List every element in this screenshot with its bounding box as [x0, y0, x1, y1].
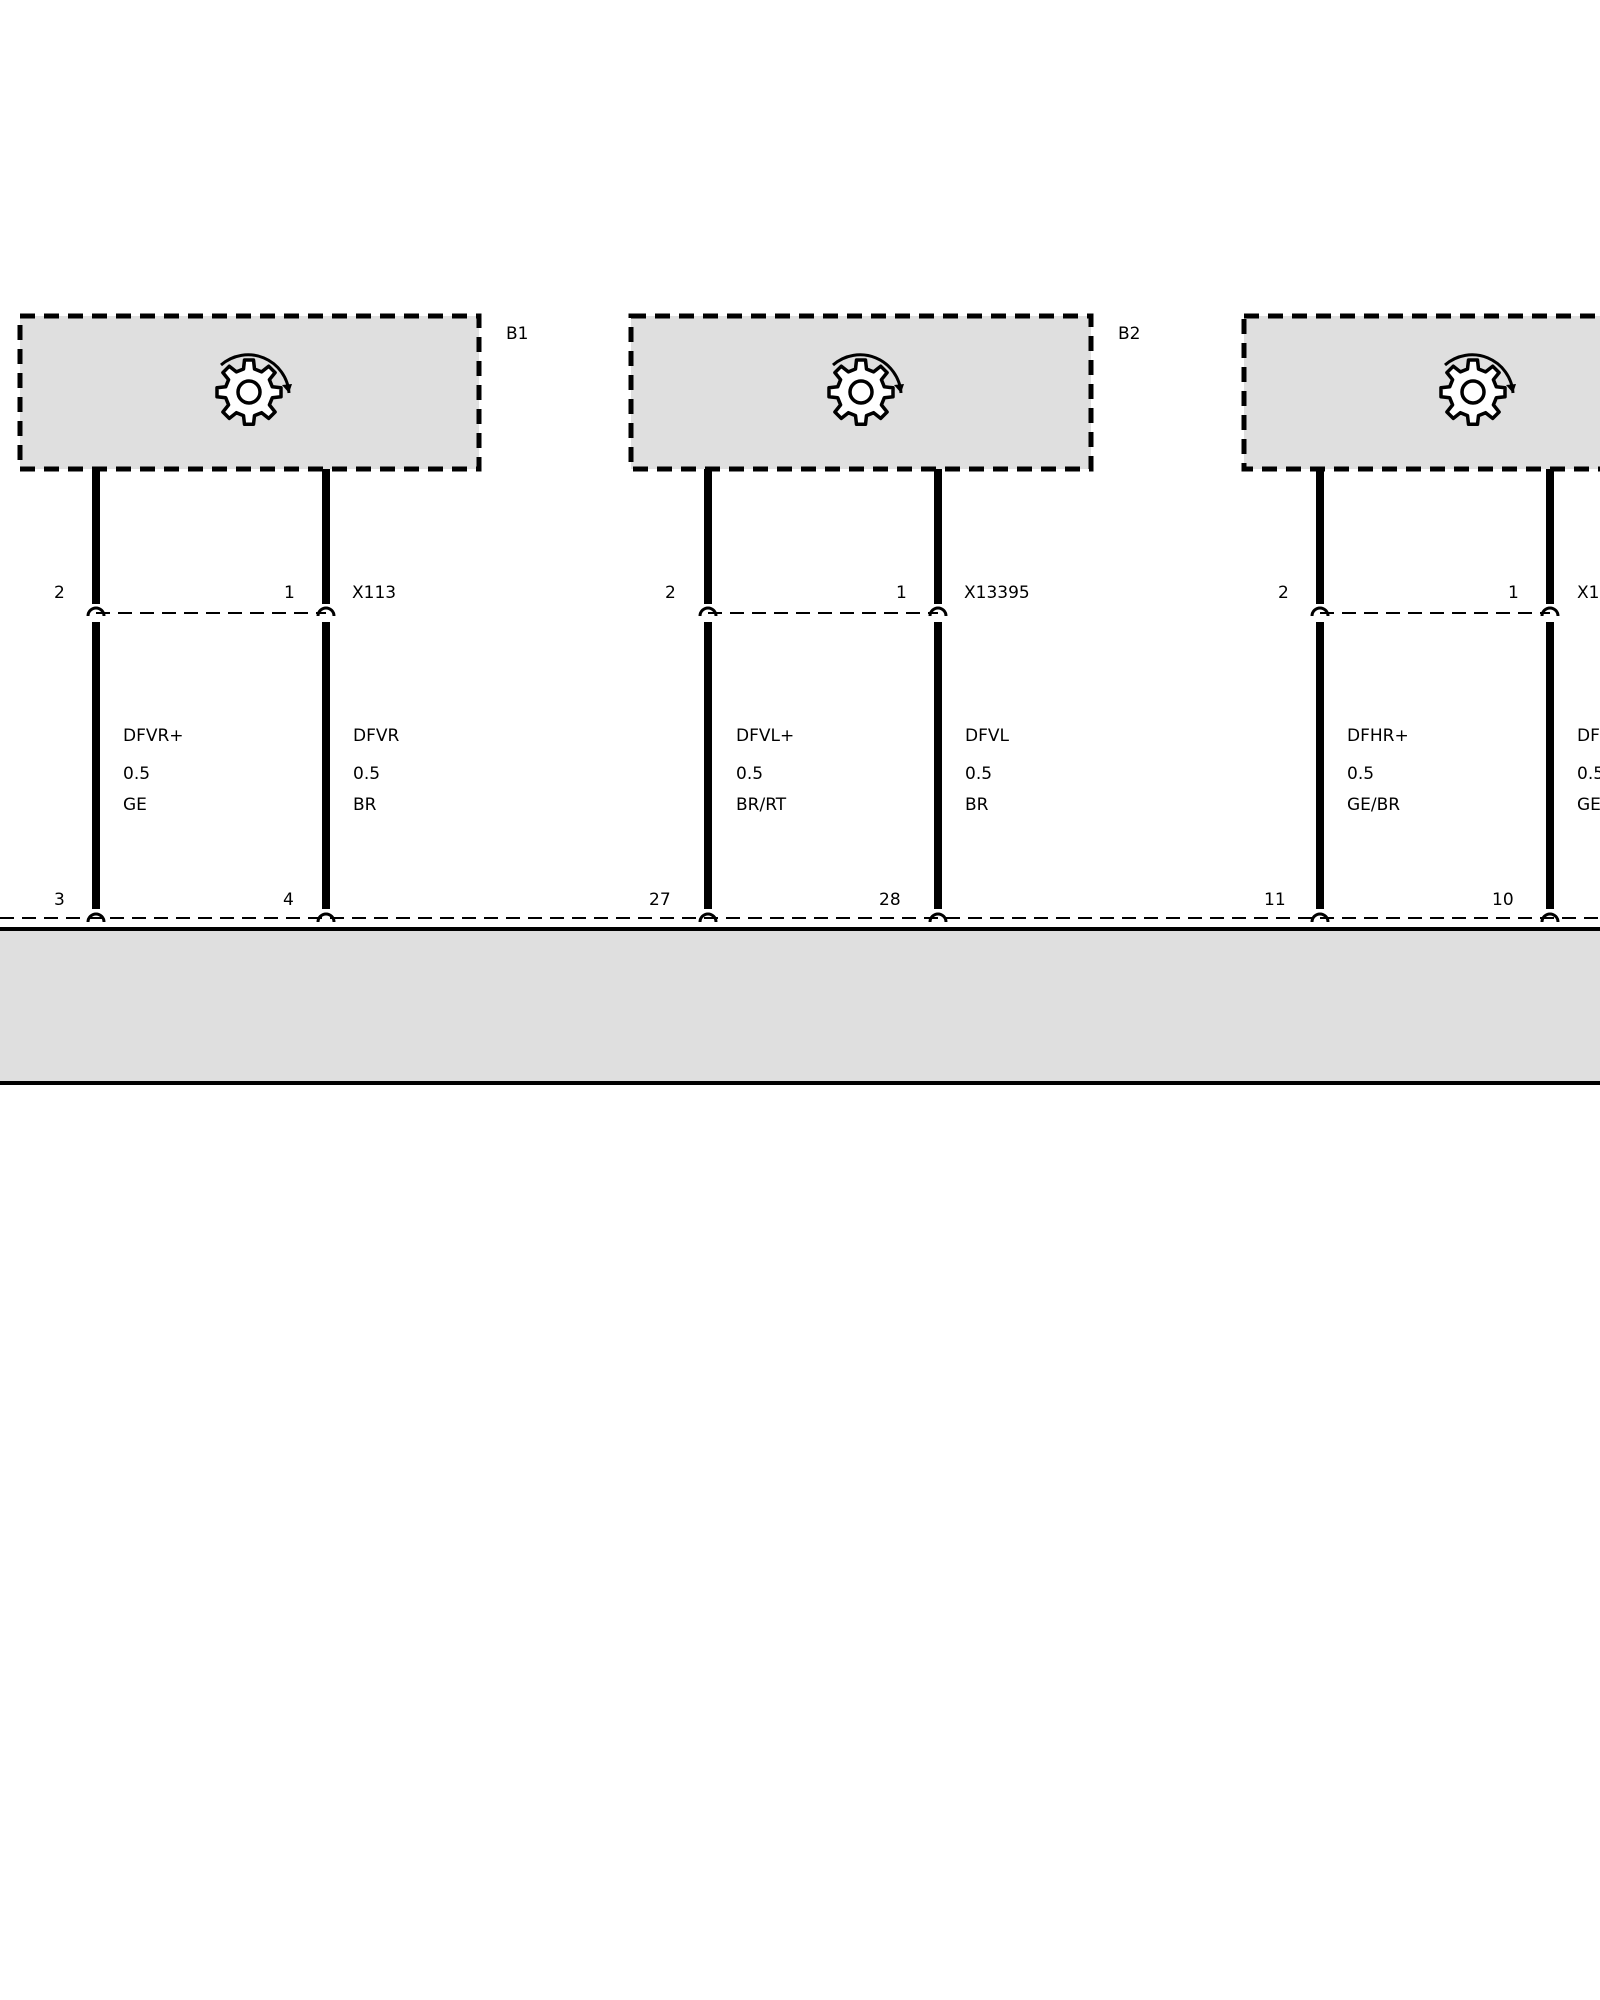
gear-with-rotation-arrow-icon — [827, 353, 904, 427]
pin-marker — [1540, 606, 1560, 617]
connector-label: X113 — [352, 583, 396, 603]
wire-signal-label: DFVR+ — [123, 726, 184, 746]
pin-marker — [1540, 912, 1560, 923]
wire-gauge-label: 0.5 — [736, 764, 763, 784]
sensor-pin-label: 2 — [665, 583, 676, 603]
control-module-body — [0, 927, 1600, 1085]
sensor-3: X1 2 11 DFHR+ 0.5 GE/BR 1 10 DF 0.5 GE — [1241, 313, 1600, 923]
module-pin-label: 28 — [879, 890, 901, 910]
wire-color-label: GE — [1577, 795, 1600, 815]
wire-signal-label: DF — [1577, 726, 1600, 746]
module-pin-label: 11 — [1264, 890, 1286, 910]
module-pin-label: 27 — [649, 890, 671, 910]
sensor-box — [1241, 313, 1600, 472]
sensor-pin-label: 2 — [1278, 583, 1289, 603]
wire-df: 1 10 DF 0.5 GE — [1492, 469, 1600, 923]
wire-color-label: GE — [123, 795, 147, 815]
pin-marker — [928, 606, 948, 617]
sensor-pin-label: 1 — [896, 583, 907, 603]
module-pin-label: 10 — [1492, 890, 1514, 910]
gear-with-rotation-arrow-icon — [215, 353, 292, 427]
module-pin-label: 4 — [283, 890, 294, 910]
wire-gauge-label: 0.5 — [965, 764, 992, 784]
wire-color-label: BR/RT — [736, 795, 787, 815]
wire-dfhr-plus: 2 11 DFHR+ 0.5 GE/BR — [1264, 469, 1409, 923]
wire-dfvl-plus: 2 27 DFVL+ 0.5 BR/RT — [649, 469, 794, 923]
wire-gauge-label: 0.5 — [1347, 764, 1374, 784]
wire-gauge-label: 0.5 — [353, 764, 380, 784]
connector-label: X13395 — [964, 583, 1030, 603]
wire-signal-label: DFVR — [353, 726, 399, 746]
pin-marker — [698, 912, 718, 923]
sensor-pin-label: 1 — [284, 583, 295, 603]
connector-label: X1 — [1577, 583, 1599, 603]
gear-with-rotation-arrow-icon — [1439, 353, 1516, 427]
control-module — [0, 917, 1600, 1085]
pin-marker — [1310, 912, 1330, 923]
sensor-b2: B2 X13395 2 27 DFVL+ 0.5 BR/RT 1 28 DFVL… — [628, 313, 1140, 923]
wire-color-label: BR — [353, 795, 377, 815]
sensor-label: B1 — [506, 324, 528, 344]
wire-dfvr-plus: 2 3 DFVR+ 0.5 GE — [54, 469, 184, 923]
pin-marker — [86, 606, 106, 617]
wire-gauge-label: 0.5 — [123, 764, 150, 784]
sensor-b1: B1 X113 2 3 DFVR+ 0.5 GE 1 4 DFVR 0.5 BR — [17, 313, 528, 923]
wire-gauge-label: 0.5 — [1577, 764, 1600, 784]
pin-marker — [316, 912, 336, 923]
sensor-pin-label: 1 — [1508, 583, 1519, 603]
wire-signal-label: DFVL+ — [736, 726, 794, 746]
pin-marker — [928, 912, 948, 923]
wire-dfvl: 1 28 DFVL 0.5 BR — [879, 469, 1009, 923]
module-pin-label: 3 — [54, 890, 65, 910]
pin-marker — [316, 606, 336, 617]
sensor-pin-label: 2 — [54, 583, 65, 603]
wire-color-label: BR — [965, 795, 989, 815]
wire-dfvr: 1 4 DFVR 0.5 BR — [283, 469, 399, 923]
pin-marker — [698, 606, 718, 617]
pin-marker — [1310, 606, 1330, 617]
pin-marker — [86, 912, 106, 923]
wire-signal-label: DFHR+ — [1347, 726, 1409, 746]
wire-signal-label: DFVL — [965, 726, 1009, 746]
sensor-label: B2 — [1118, 324, 1140, 344]
wire-color-label: GE/BR — [1347, 795, 1400, 815]
